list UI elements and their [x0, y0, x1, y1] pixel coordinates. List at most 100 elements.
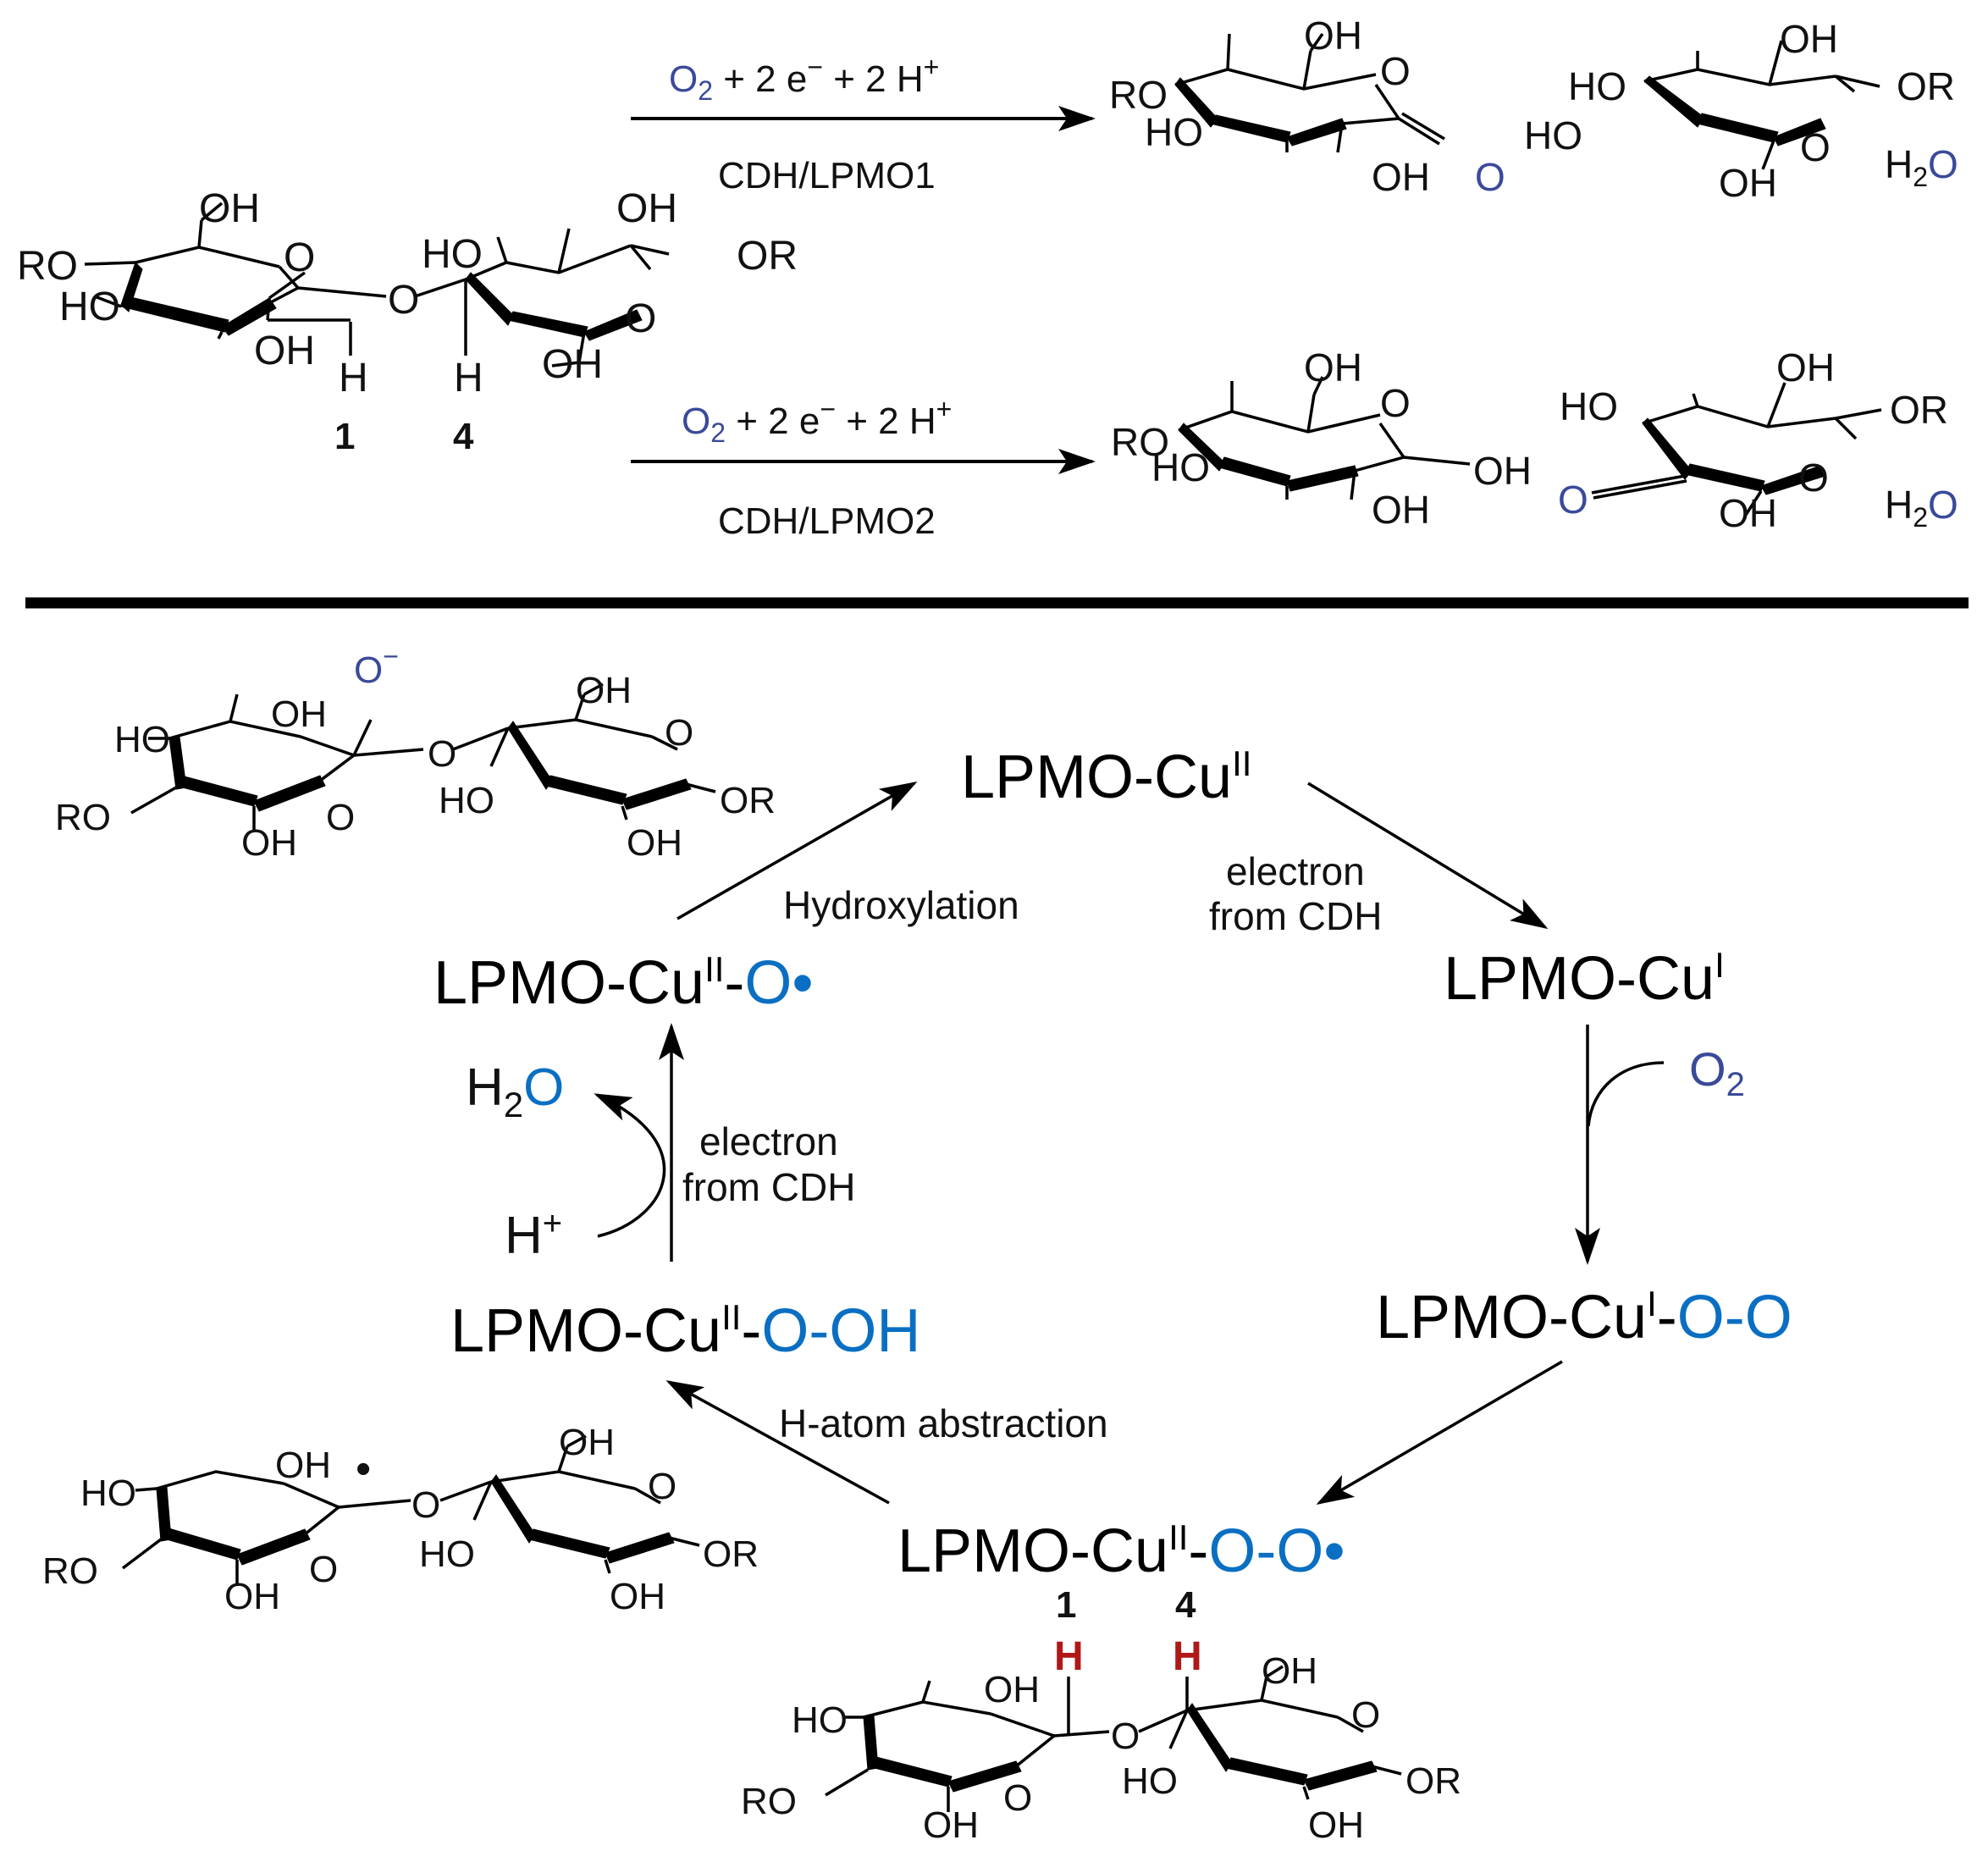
- substrate-ho-2: HO: [422, 232, 483, 277]
- bcb-oh-4: OH: [1308, 1804, 1364, 1846]
- label-electron-2-line1: electron: [699, 1119, 838, 1163]
- bcb-ring-o-2: O: [1351, 1694, 1380, 1736]
- bound-h-4: H: [1173, 1634, 1202, 1679]
- rcb-radical-dot: •: [356, 1445, 371, 1494]
- rcb-oh-4: OH: [610, 1576, 665, 1617]
- bcb-glycosidic-o: O: [1111, 1716, 1140, 1757]
- hcb-ho-1: HO: [114, 719, 170, 760]
- lactone-carbonyl-o: O: [1475, 155, 1505, 199]
- arrow1-catalyst: CDH/LPMO1: [718, 155, 936, 196]
- rcb-glycosidic-o: O: [411, 1484, 440, 1526]
- p1b-ho-1: HO: [1568, 64, 1626, 108]
- hcb-oh-2: OH: [241, 822, 297, 864]
- bcb-oh-1: OH: [984, 1669, 1040, 1710]
- bcb-oh-2: OH: [923, 1804, 979, 1846]
- reaction-arrow-2: O2 + 2 e− + 2 H+ CDH/LPMO2: [631, 394, 1096, 542]
- bcb-ro: RO: [741, 1781, 797, 1822]
- species-cu2-oo-radical: LPMO-CuII-O-O•: [897, 1517, 1345, 1585]
- rcb-oh-2: OH: [224, 1576, 280, 1617]
- reaction-arrow-1: O2 + 2 e− + 2 H+ CDH/LPMO1: [631, 52, 1096, 196]
- p2a-ring-o: O: [1380, 381, 1411, 425]
- p1b-ho-2: HO: [1524, 113, 1582, 157]
- bound-cellobiose: 1 4 H H: [741, 1584, 1461, 1846]
- bcb-or: OR: [1405, 1760, 1461, 1802]
- species-cu1-oo: LPMO-CuI-O-O: [1376, 1284, 1792, 1351]
- rcb-ho-2: HO: [419, 1533, 475, 1575]
- lactone-ring-o: O: [1380, 49, 1411, 93]
- species-cu2: LPMO-CuII: [961, 743, 1251, 811]
- hcb-ho-2: HO: [439, 780, 494, 821]
- lactone-oh-1: OH: [1304, 14, 1362, 58]
- hcb-ring-o: O: [326, 797, 355, 838]
- hcb-oh-3: OH: [576, 670, 632, 711]
- hcb-oxide: O−: [354, 641, 399, 691]
- substrate-ring-o-1: O: [284, 235, 315, 280]
- bcb-oh-3: OH: [1262, 1650, 1317, 1692]
- bound-position-4: 4: [1175, 1584, 1196, 1626]
- arrow2-conditions: O2 + 2 e− + 2 H+: [682, 394, 952, 448]
- p1b-oh-1: OH: [1780, 17, 1838, 61]
- hcb-oh-4: OH: [627, 822, 682, 864]
- hcb-oh-1: OH: [271, 693, 327, 735]
- rcb-ring-o-2: O: [648, 1466, 676, 1507]
- p2b-ring-o: O: [1798, 456, 1829, 500]
- arrow2-catalyst: CDH/LPMO2: [718, 500, 936, 542]
- p2b-or: OR: [1890, 388, 1948, 432]
- bcb-ho-2: HO: [1122, 1760, 1178, 1802]
- p2a-oh-3: OH: [1372, 488, 1430, 532]
- p1b-oh-2: OH: [1719, 161, 1777, 205]
- p2b-oh-2: OH: [1719, 491, 1777, 535]
- rcb-oh-3: OH: [559, 1422, 615, 1463]
- product-2a: RO HO OH O OH OH: [1111, 345, 1532, 532]
- hcb-ro: RO: [55, 797, 111, 838]
- substrate-position-4: 4: [453, 416, 474, 457]
- substrate-ro: RO: [17, 244, 78, 289]
- arrow-h-water-curve: [594, 1093, 666, 1238]
- rcb-ro: RO: [42, 1550, 98, 1592]
- bcb-ring-o: O: [1003, 1777, 1032, 1819]
- label-hydroxylation: Hydroxylation: [783, 883, 1019, 927]
- arrow-cu1oo-to-cu2oo: [1316, 1360, 1563, 1506]
- substrate-glycosidic-o: O: [388, 278, 419, 323]
- arrow-cu2o-to-cu2: [676, 782, 918, 920]
- rcb-oh-1: OH: [275, 1445, 331, 1486]
- label-o2: O2: [1689, 1042, 1745, 1103]
- hydroxylated-cellobiose: HO RO OH O− O OH O OH O HO OR OH: [55, 641, 776, 864]
- arrow-o2-curve: [1587, 1061, 1665, 1127]
- hcb-glycosidic-o: O: [428, 733, 456, 775]
- lactone-ro: RO: [1109, 73, 1168, 117]
- arrow1-conditions: O2 + 2 e− + 2 H+: [669, 52, 939, 106]
- substrate-h-1: H: [339, 356, 368, 401]
- rcb-ho-1: HO: [80, 1472, 136, 1514]
- product-lactone: RO HO OH O OH O: [1109, 14, 1505, 199]
- lactone-oh-2: OH: [1372, 155, 1430, 199]
- species-cu2-ooh: LPMO-CuII-O-OH: [450, 1297, 920, 1365]
- top-reaction-panel: RO HO OH O OH H O H HO OH OR O OH 1 4 O2…: [17, 14, 1958, 542]
- species-cu2-o-radical: LPMO-CuII-O•: [433, 949, 814, 1017]
- p2b-ketone-o: O: [1558, 478, 1588, 522]
- p2-water: H2O: [1885, 483, 1958, 533]
- substrate-oh-3: OH: [616, 186, 677, 231]
- arrow-cu2oo-to-cu2ooh: [665, 1380, 890, 1505]
- label-electron-1-line2: from CDH: [1209, 894, 1382, 938]
- catalytic-cycle: LPMO-CuII LPMO-CuI LPMO-CuI-O-O LPMO-CuI…: [42, 641, 1792, 1846]
- rcb-or: OR: [703, 1533, 759, 1575]
- label-water: H2O: [466, 1058, 564, 1124]
- p2b-ho: HO: [1560, 384, 1618, 428]
- p2a-ro: RO: [1111, 420, 1169, 464]
- p2a-ho: HO: [1151, 445, 1210, 489]
- rcb-ring-o: O: [309, 1549, 338, 1590]
- substrate-oh-4: OH: [542, 342, 603, 387]
- product-1b: HO HO OH OR O OH H2O: [1524, 17, 1958, 205]
- substrate-cellobiose: RO HO OH O OH H O H HO OH OR O OH 1 4: [17, 186, 798, 457]
- substrate-position-1: 1: [334, 416, 355, 457]
- p1b-or: OR: [1897, 64, 1955, 108]
- lactone-ho: HO: [1145, 110, 1203, 154]
- label-proton: H+: [505, 1205, 562, 1265]
- substrate-ho-1: HO: [59, 285, 120, 329]
- label-h-atom-abstraction: H-atom abstraction: [779, 1401, 1108, 1445]
- p2a-oh-1: OH: [1304, 345, 1362, 390]
- species-cu1: LPMO-CuI: [1444, 945, 1725, 1013]
- bound-position-1: 1: [1056, 1584, 1076, 1626]
